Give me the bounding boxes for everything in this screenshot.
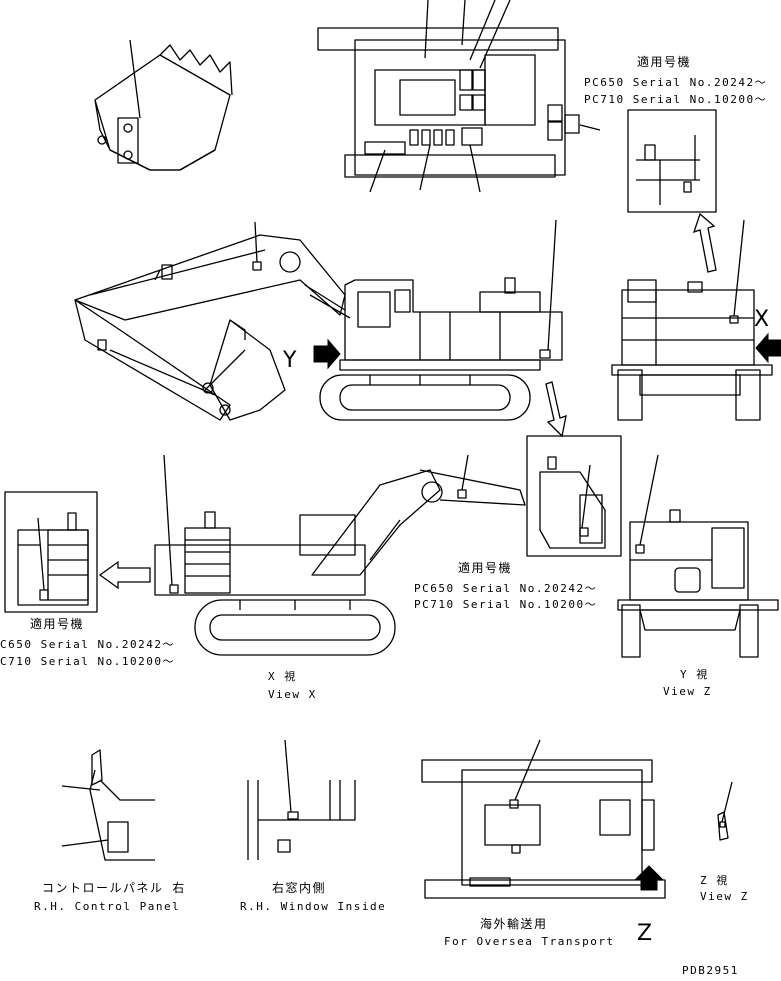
- svg-text:C710 Serial No.10200～: C710 Serial No.10200～: [0, 655, 175, 668]
- svg-text:適用号機: 適用号機: [458, 560, 512, 575]
- transport-top-view-drawing: 海外輸送用 For Oversea Transport Z: [421, 739, 666, 948]
- detail-box-middle: [526, 435, 622, 557]
- svg-text:View Z: View Z: [700, 890, 749, 903]
- svg-text:R.H. Control Panel: R.H. Control Panel: [34, 900, 180, 913]
- svg-text:コントロールパネル 右: コントロールパネル 右: [42, 880, 186, 895]
- window-drawing: 右窓内側 R.H. Window Inside: [240, 739, 386, 913]
- view-z-drawing: Z 視 View Z: [700, 781, 749, 903]
- svg-text:Y 視: Y 視: [680, 667, 709, 681]
- svg-text:For Oversea Transport: For Oversea Transport: [444, 935, 615, 948]
- excavator-side-drawing: [74, 219, 567, 438]
- svg-text:Z: Z: [637, 921, 652, 946]
- view-y-marker: Y: [282, 338, 341, 373]
- front-view-drawing: X: [611, 219, 781, 421]
- detail-box-top-right: [627, 109, 717, 213]
- svg-text:PC710 Serial No.10200～: PC710 Serial No.10200～: [414, 598, 597, 611]
- svg-text:View Z: View Z: [663, 685, 712, 698]
- svg-text:X 視: X 視: [268, 669, 297, 683]
- serial-block-left: 適用号機 C650 Serial No.20242～ C710 Serial N…: [0, 616, 175, 668]
- serial-block-top: 適用号機 PC650 Serial No.20242～ PC710 Serial…: [584, 54, 767, 106]
- drawing-number: PDB2951: [682, 964, 739, 977]
- svg-text:PC650 Serial No.20242～: PC650 Serial No.20242～: [584, 76, 767, 89]
- svg-text:右窓内側: 右窓内側: [272, 880, 326, 895]
- detail-box-left: [4, 491, 98, 613]
- svg-text:適用号機: 適用号機: [30, 616, 84, 631]
- svg-text:X: X: [754, 307, 769, 332]
- top-view-drawing: [317, 0, 601, 193]
- view-x-caption: X 視 View X: [268, 669, 317, 701]
- svg-text:PC710 Serial No.10200～: PC710 Serial No.10200～: [584, 93, 767, 106]
- svg-text:PC650 Serial No.20242～: PC650 Serial No.20242～: [414, 582, 597, 595]
- svg-text:海外輸送用: 海外輸送用: [480, 916, 548, 931]
- svg-text:Y: Y: [282, 348, 297, 373]
- svg-text:R.H. Window Inside: R.H. Window Inside: [240, 900, 386, 913]
- arrow-up: [692, 212, 717, 273]
- svg-text:View X: View X: [268, 688, 317, 701]
- bucket-drawing: [94, 39, 233, 171]
- svg-text:Z 視: Z 視: [700, 873, 729, 887]
- view-y-drawing: Y 視 View Z: [617, 454, 779, 698]
- svg-text:C650 Serial No.20242～: C650 Serial No.20242～: [0, 638, 175, 651]
- svg-text:適用号機: 適用号機: [637, 54, 691, 69]
- control-panel-drawing: コントロールパネル 右 R.H. Control Panel: [34, 749, 186, 913]
- view-x-drawing: [98, 454, 526, 656]
- serial-block-middle: 適用号機 PC650 Serial No.20242～ PC710 Serial…: [414, 560, 597, 611]
